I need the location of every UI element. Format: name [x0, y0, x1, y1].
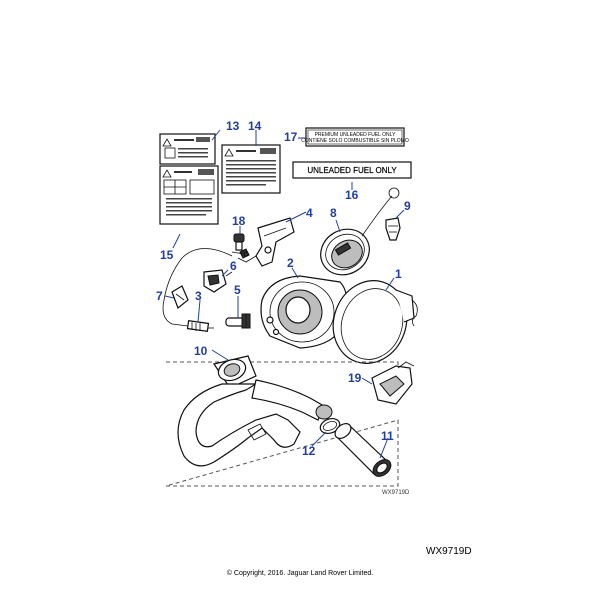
fuel-door-1: [332, 280, 418, 364]
bolt-18: [233, 233, 245, 251]
clip-9: [385, 217, 401, 241]
plunger-5: [225, 313, 251, 329]
cable-end-3: [186, 319, 214, 333]
premium-unleaded-label-17: PREMIUM UNLEADED FUEL ONLY CONTIENE SOLO…: [301, 127, 409, 147]
leader-lines: [164, 129, 405, 459]
actuator-6: [203, 269, 233, 293]
warning-label-13: [159, 133, 216, 165]
callout-6: 6: [230, 259, 237, 273]
clamp-12: [319, 417, 341, 435]
callout-19: 19: [348, 371, 362, 385]
callout-5: 5: [234, 283, 241, 297]
callout-17: 17: [284, 130, 298, 144]
callout-2: 2: [287, 256, 294, 270]
fuel-cap-8: [320, 187, 400, 276]
premium-label-line2: CONTIENE SOLO COMBUSTIBLE SIN PLOMO: [301, 138, 409, 144]
unleaded-label-text: UNLEADED FUEL ONLY: [307, 166, 397, 175]
hose-11: [334, 423, 392, 477]
callout-8: 8: [330, 206, 337, 220]
callout-12: 12: [302, 444, 316, 458]
callout-15: 15: [160, 248, 174, 262]
callout-16: 16: [345, 188, 359, 202]
drawing-reference: WX9719D: [426, 546, 472, 557]
copyright-notice: © Copyright, 2016. Jaguar Land Rover Lim…: [226, 570, 374, 577]
inner-drawing-reference: WX9719D: [382, 490, 410, 496]
callout-13: 13: [226, 119, 240, 133]
callout-numbers: 13 14 17 16 4 8 9 18 15 2 1 6 5 3 7 10 1…: [156, 119, 411, 458]
callout-4: 4: [306, 206, 313, 220]
warning-label-14: [221, 144, 281, 194]
release-bracket-4: [237, 217, 295, 267]
release-cable-15: [162, 248, 249, 327]
unleaded-label-16: UNLEADED FUEL ONLY: [292, 161, 412, 179]
bracket-7: [171, 285, 189, 309]
callout-7: 7: [156, 289, 163, 303]
callout-1: 1: [395, 267, 402, 281]
premium-label-line1: PREMIUM UNLEADED FUEL ONLY: [315, 132, 397, 138]
callout-9: 9: [404, 199, 411, 213]
callout-3: 3: [195, 289, 202, 303]
callout-14: 14: [248, 119, 262, 133]
bracket-19: [371, 361, 415, 405]
filler-neck-hose-10: [177, 355, 333, 467]
warning-label-large: [159, 165, 219, 225]
callout-18: 18: [232, 214, 246, 228]
callout-11: 11: [381, 429, 394, 443]
callout-10: 10: [194, 344, 208, 358]
filler-housing-2: [260, 275, 348, 349]
